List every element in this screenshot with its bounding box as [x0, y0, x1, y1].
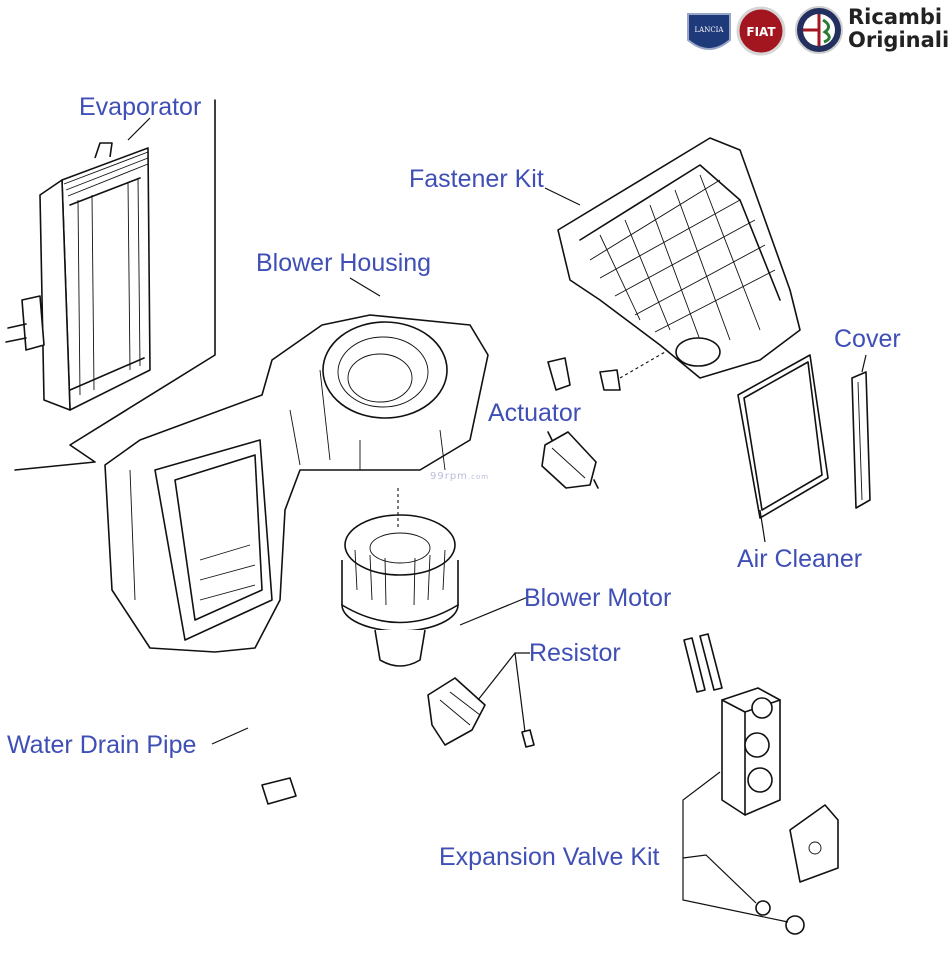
brand-wordmark: Ricambi Originali: [848, 6, 949, 52]
label-expansion-valve-kit: Expansion Valve Kit: [439, 843, 660, 871]
label-blower-housing: Blower Housing: [256, 249, 432, 277]
fiat-logo: FIAT: [736, 6, 786, 56]
label-cover: Cover: [834, 325, 901, 353]
svg-text:FIAT: FIAT: [746, 25, 776, 39]
water-drain-pipe-part: [207, 677, 297, 805]
clip-parts: [547, 357, 621, 391]
actuator-part: [541, 431, 599, 489]
label-fastener-kit: Fastener Kit: [409, 165, 544, 193]
blower-housing-part: [104, 277, 489, 653]
lancia-logo: LANCIA: [687, 13, 731, 50]
brand-line-1: Ricambi: [848, 5, 943, 29]
evaporator-part: [5, 99, 216, 471]
svg-text:LANCIA: LANCIA: [694, 26, 724, 34]
label-water-drain-pipe: Water Drain Pipe: [7, 731, 197, 759]
watermark: 99rpm.com: [430, 471, 489, 482]
watermark-suffix: .com: [467, 473, 490, 481]
label-resistor: Resistor: [529, 639, 621, 667]
blower-motor-part: [341, 488, 529, 667]
label-blower-motor: Blower Motor: [524, 584, 672, 612]
cover-part: [851, 354, 871, 509]
alfa-romeo-logo: [795, 6, 843, 54]
label-actuator: Actuator: [488, 399, 582, 427]
air-cleaner-part: [737, 354, 829, 543]
fastener-kit-part: [544, 137, 801, 379]
label-air-cleaner: Air Cleaner: [737, 545, 863, 573]
label-evaporator: Evaporator: [79, 93, 202, 121]
resistor-part: [427, 652, 535, 748]
watermark-main: 99rpm: [430, 471, 468, 482]
brand-line-2: Originali: [848, 28, 950, 52]
expansion-valve-kit-part: [682, 633, 839, 935]
